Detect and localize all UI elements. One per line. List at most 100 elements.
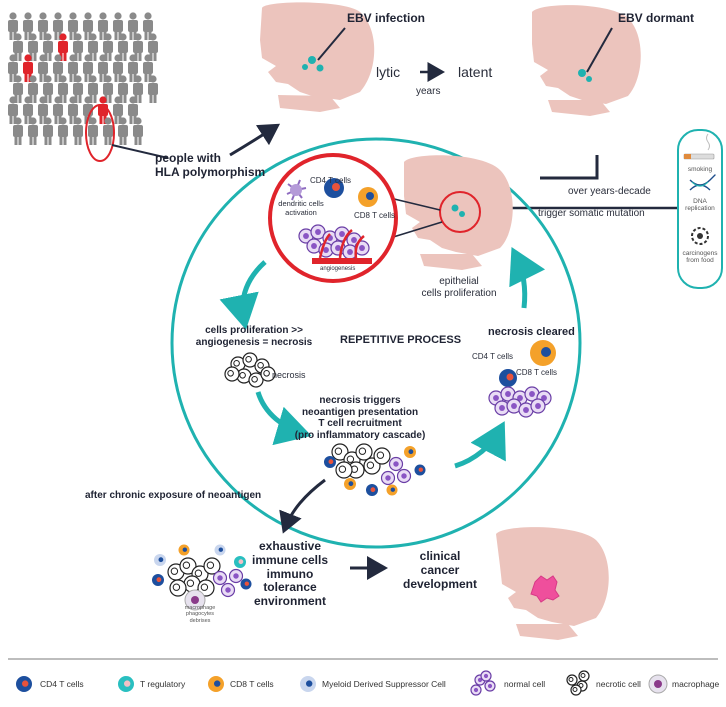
exhaustive-line4: tolerance [263,580,317,595]
necrotic-cell-icon [566,674,578,686]
inset-cd4-label: CD4 T cells [310,176,352,185]
necrotic-cell-icon [373,447,391,465]
legend-icons [16,670,668,696]
legend-mdsc-label: Myeloid Derived Suppressor Cell [322,679,446,689]
normal-cell-icon [524,386,540,402]
normal-cell-icon [480,670,492,682]
mdsc-cell-icon [300,676,316,692]
person-icon [133,75,143,103]
triggers-line3: T cell recruitment [318,418,402,429]
zoom-line [389,197,441,211]
cd4-cell-icon [324,178,344,198]
clinical-label: clinical cancer development [400,549,480,591]
cycle-ring [170,137,582,549]
trigger-label: trigger somatic mutation [538,208,645,219]
cd4-cell-icon [16,676,32,692]
cd8-cell-icon [404,446,416,458]
risk-factor-box [677,129,723,289]
arrow-to-infection [229,123,281,157]
person-icon [98,54,108,82]
pointer-line [317,27,346,61]
cd4-cell-icon [366,484,378,496]
highlight-ring [85,104,115,162]
person-icon [68,96,78,124]
cd8-cell-icon [530,340,556,366]
macrophage-icon [648,674,668,694]
necrotic-cell-icon [242,352,258,368]
people-label-line1: people with [155,151,221,165]
inflammatory-cell-cluster [324,443,426,496]
macrophage-icon [184,589,206,611]
legend-macrophage-label: macrophage [672,679,720,689]
crowd-of-people [8,12,169,162]
normal-cell-icon [380,470,396,486]
macrophage-note-line1: macrophage [184,605,216,611]
normal-cell-icon [470,684,482,696]
cigarette-icon [683,133,715,160]
person-icon [73,117,83,145]
necrotic-cell-icon [578,670,590,682]
normal-cell-icon [298,228,314,244]
necrosis-label: necrosis [272,370,306,380]
blood-vessel-icon [312,229,372,264]
epithelial-line2: cells proliferation [421,287,497,299]
person-icon [148,75,158,103]
arrow-to-proliferation [219,260,267,330]
person-icon [13,117,23,145]
treg-cell-icon [118,676,134,692]
cd8-cell-icon [344,478,356,490]
necrotic-cell-icon [169,579,187,597]
exhaustive-line5: environment [253,594,326,609]
person-icon [103,33,113,61]
arrow-to-epithelial [509,247,546,309]
cleared-cd8-label: CD8 T cells [516,368,558,377]
cd4-cell-icon [152,574,164,586]
legend-necrotic-label: necrotic cell [596,679,641,689]
normal-cell-icon [310,224,326,240]
treg-cell-icon [234,556,246,568]
zoom-circle [439,191,481,233]
dendritic-label: dendritic cells activation [278,199,324,217]
dendritic-cell-icon [286,179,307,201]
exhaustive-line2: immune cells [251,552,329,567]
legend-cd8-label: CD8 T cells [230,679,274,689]
normal-cell-icon [396,468,412,484]
necrotic-cell-icon [179,557,197,575]
person-icon [133,117,143,145]
head-epithelial [404,155,513,270]
exhaustive-label: exhaustive immune cells immuno tolerance… [240,539,340,609]
normal-cell-icon [388,456,404,472]
macrophage-note-line2: phagocytes [185,611,215,618]
mdsc-cell-icon [154,554,166,566]
head-ebv-dormant [532,5,641,116]
necrotic-cell-icon [331,443,349,461]
arrow-to-cleared [454,421,506,469]
mdsc-cell-icon [214,544,226,556]
over-years-label: over years-decade [568,186,651,197]
proliferation-line2: angiogenesis = necrosis [195,336,313,348]
cleared-cd4-label: CD4 T cells [472,352,514,361]
cd8-cell-icon [178,544,190,556]
arrow-chronic [279,478,326,534]
necrotic-cell-icon [335,461,353,479]
people-label: people with HLA polymorphism [155,151,265,180]
triggers-line2: neoantigen presentation [301,406,419,418]
angiogenesis-label: angiogenesis [320,266,356,272]
necrotic-cell-icon [224,366,240,382]
pointer-line [111,144,169,159]
triggers-label: necrosis triggers neoantigen presentatio… [285,395,435,441]
legend-normal-label: normal cell [504,679,546,689]
years-label: years [416,86,441,97]
normal-cell-icon [506,398,522,414]
exhaustive-line3: immuno [266,566,314,581]
cd4-cell-icon [499,369,517,387]
normal-cell-cluster [488,386,552,418]
necrotic-cell-icon [355,443,373,461]
carcinogen-label: carcinogens from food [682,250,718,265]
macrophage-note-line3: debrises [189,617,211,624]
chronic-label: after chronic exposure of neoantigen [85,490,262,501]
person-icon [28,117,38,145]
dna-label: DNA replication [685,198,715,213]
